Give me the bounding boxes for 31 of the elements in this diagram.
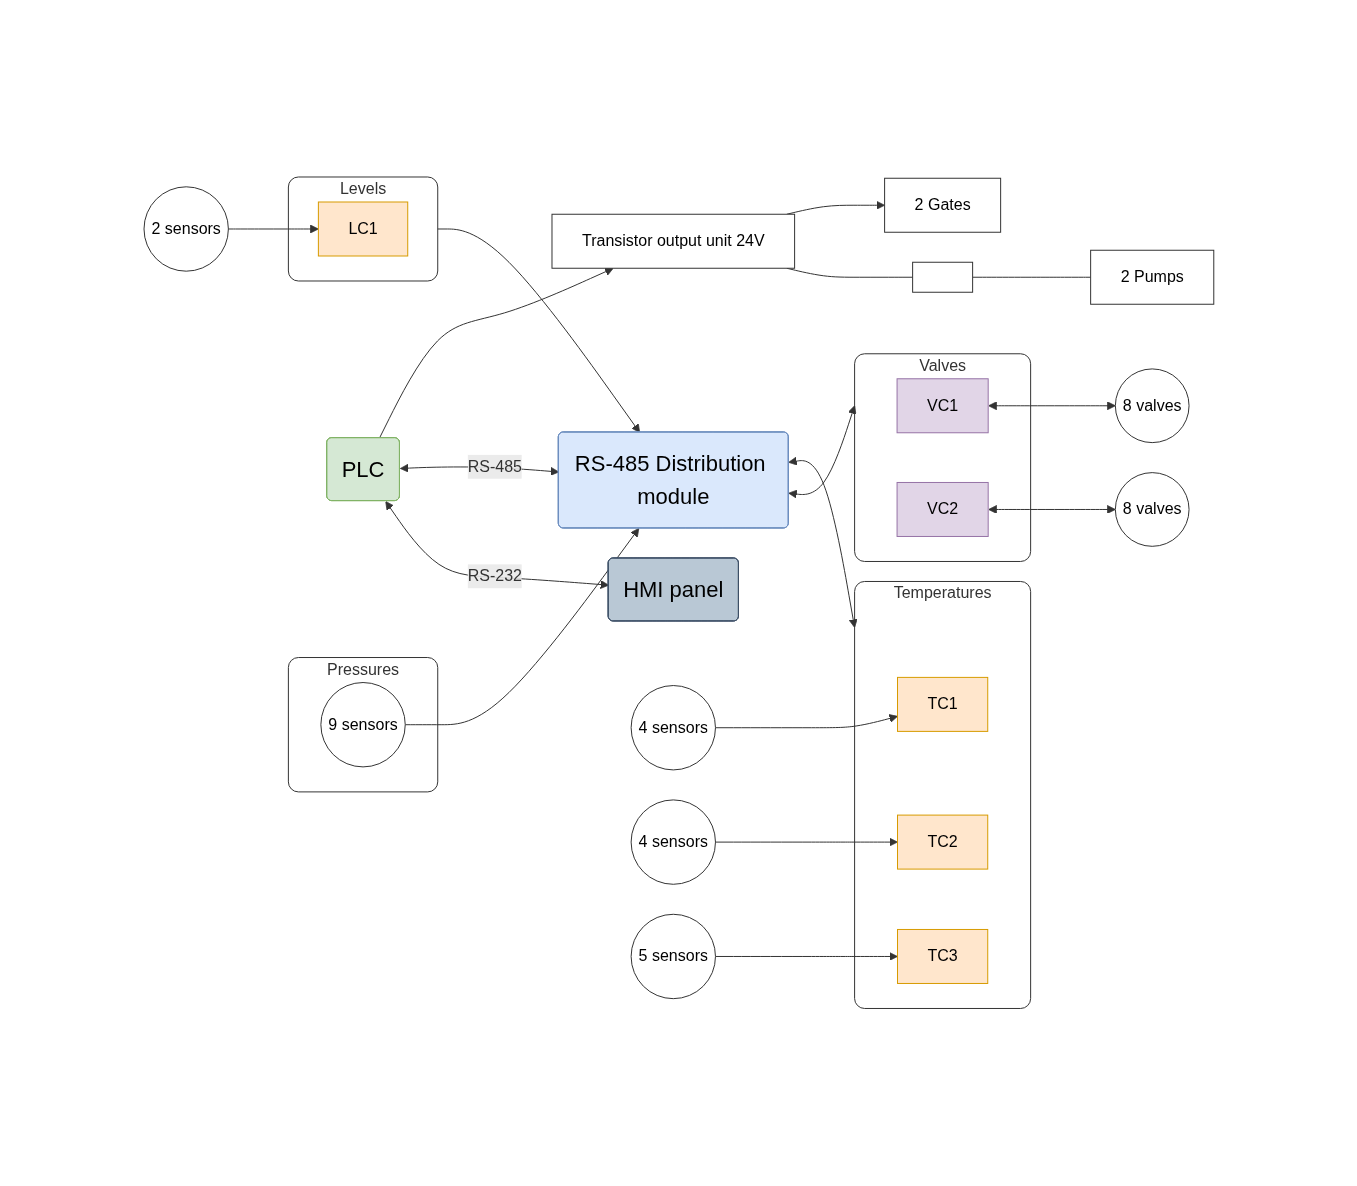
node-circle: 8 valves [1114, 472, 1190, 548]
node-box: TC3 [896, 929, 988, 985]
edge-label: RS-232 [467, 567, 522, 585]
node-box: TC1 [896, 677, 988, 733]
arrow [714, 952, 898, 962]
node-box [911, 262, 973, 293]
node-circle: 4 sensors [630, 799, 716, 886]
arrow [787, 405, 856, 499]
arrow [436, 228, 640, 434]
node-circle: 2 sensors [143, 186, 229, 272]
arrow [987, 401, 1116, 411]
arrow [227, 224, 319, 234]
arrow [404, 528, 639, 726]
connector [971, 277, 1091, 278]
node-box: 2 Pumps [1089, 250, 1214, 305]
node-box: VC2 [896, 482, 989, 538]
edge-label: RS-485 [467, 458, 522, 476]
node-box: Transistor output unit 24V [551, 214, 795, 269]
node-circle: 8 valves [1114, 368, 1190, 444]
node-box: LC1 [317, 201, 408, 257]
arrow [384, 501, 609, 590]
arrow [714, 837, 898, 847]
node-circle: 4 sensors [630, 685, 716, 771]
node-circle: 9 sensors [320, 682, 406, 768]
node-box: VC1 [896, 378, 989, 434]
arrow [378, 267, 614, 439]
node-circle: 5 sensors [630, 914, 716, 1000]
arrow [714, 714, 898, 729]
arrow [987, 505, 1116, 515]
node-box: 2 Gates [883, 178, 1001, 233]
node-box: TC2 [896, 814, 988, 870]
